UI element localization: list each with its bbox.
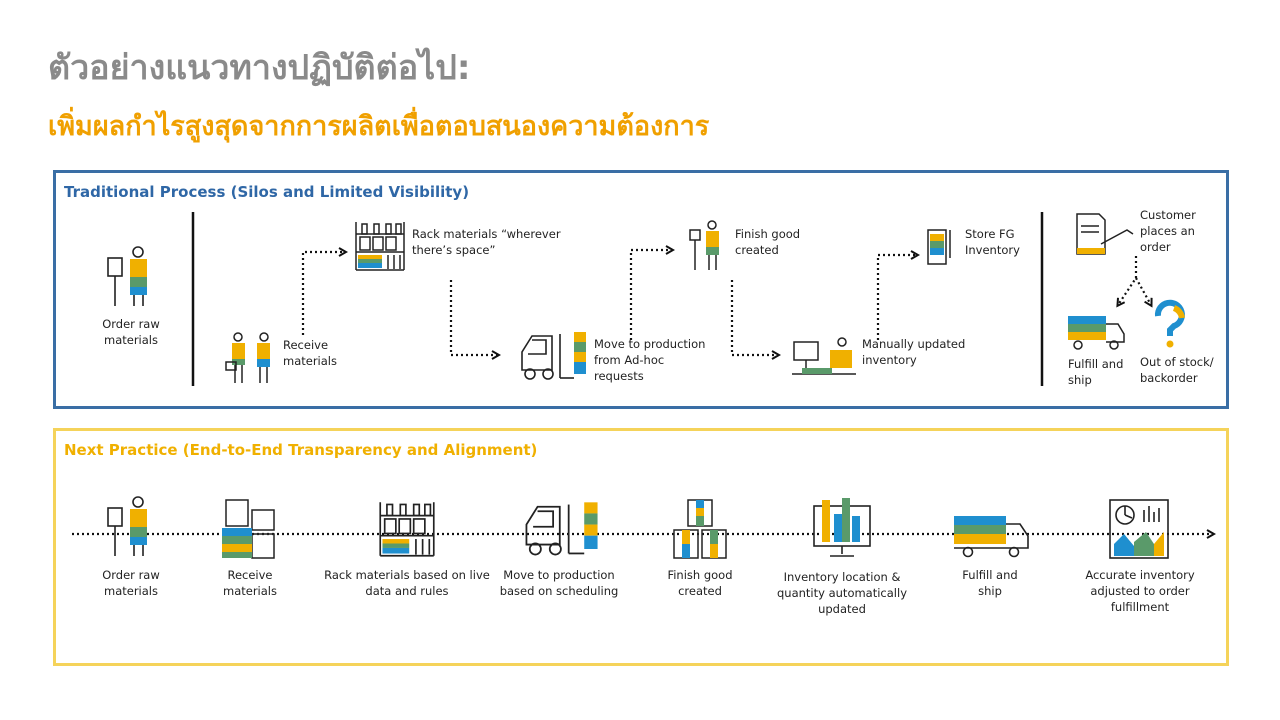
analytics-report-icon <box>1109 499 1169 559</box>
connector-receive-to-rack <box>301 252 345 335</box>
trad-manual-label: Manually updated inventory <box>862 337 966 367</box>
trad-rack-label: Rack materials “wherever there’s space” <box>412 227 561 257</box>
next-order-raw-label: Order raw materials <box>102 568 160 598</box>
trad-order-raw-label: Order raw materials <box>102 317 160 347</box>
traditional-process-panel: Traditional Process (Silos and Limited V… <box>53 170 1229 409</box>
storage-rack-icon <box>355 222 405 271</box>
connector-customer-to-fulfill <box>1118 256 1138 305</box>
trad-receive-label: Receive materials <box>283 338 337 368</box>
trad-move-label: Move to production from Ad-hoc requests <box>594 337 706 383</box>
delivery-truck-icon <box>1068 316 1125 350</box>
trad-store-label: Store FG Inventory <box>965 227 1020 257</box>
next-move-label: Move to production based on scheduling <box>499 568 619 598</box>
connector-manual-to-store <box>876 255 917 340</box>
notebook-pencil-icon <box>927 229 951 265</box>
workers-receiving-icon <box>225 332 270 383</box>
worker-at-desk-icon <box>107 246 147 306</box>
next-practice-heading: Next Practice (End-to-End Transparency a… <box>64 441 538 459</box>
finished-goods-boxes-icon <box>673 499 727 559</box>
forklift-icon <box>521 332 586 380</box>
trad-finish-label: Finish good created <box>735 227 801 257</box>
signing-contract-icon <box>1076 213 1134 255</box>
next-accurate-label: Accurate inventory adjusted to order ful… <box>1085 568 1195 614</box>
next-inventory-label: Inventory location & quantity automatica… <box>777 570 907 616</box>
next-practice-panel: Next Practice (End-to-End Transparency a… <box>53 428 1229 666</box>
forklift-icon <box>525 502 598 556</box>
manual-update-desk-icon <box>792 337 856 375</box>
monitor-dashboard-icon <box>813 498 871 557</box>
connector-rack-to-move <box>449 280 498 355</box>
connector-customer-to-out-of-stock <box>1135 277 1151 305</box>
stacked-boxes-icon <box>222 499 275 559</box>
storage-rack-icon <box>379 502 435 557</box>
page-subtitle: เพิ่มผลกำไรสูงสุดจากการผลิตเพื่อตอบสนองค… <box>48 111 710 142</box>
finish-good-worker-icon <box>689 220 719 270</box>
traditional-process-heading: Traditional Process (Silos and Limited V… <box>64 183 470 201</box>
connector-finish-to-manual <box>730 280 778 355</box>
next-receive-label: Receive materials <box>223 568 277 598</box>
question-mark-icon <box>1154 299 1185 348</box>
next-finish-label: Finish good created <box>667 568 733 598</box>
worker-at-desk-icon <box>107 496 147 556</box>
trad-out-of-stock-label: Out of stock/ backorder <box>1140 355 1214 385</box>
next-rack-label: Rack materials based on live data and ru… <box>324 568 490 598</box>
trad-fulfill-label: Fulfill and ship <box>1068 357 1124 387</box>
delivery-truck-icon <box>954 516 1029 558</box>
next-fulfill-label: Fulfill and ship <box>962 568 1018 598</box>
trad-customer-label: Customer places an order <box>1140 208 1196 254</box>
page-title: ตัวอย่างแนวทางปฏิบัติต่อไป: <box>48 48 471 88</box>
connector-move-to-finish <box>629 250 672 340</box>
